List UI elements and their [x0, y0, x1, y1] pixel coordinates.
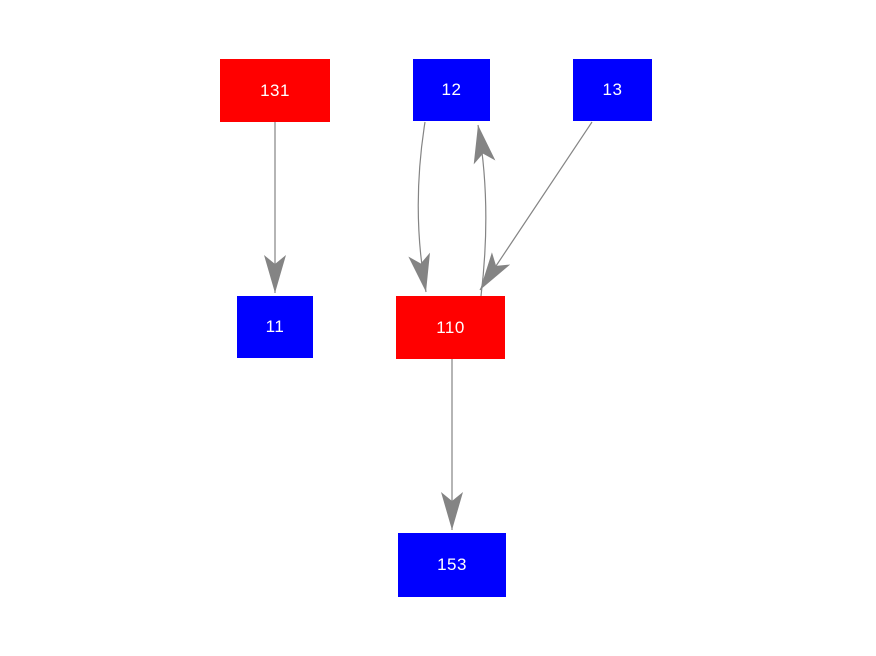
- node-131: 131: [220, 59, 330, 122]
- node-110: 110: [396, 296, 505, 359]
- node-153-label: 153: [437, 555, 467, 574]
- node-12: 12: [413, 59, 490, 121]
- edge-110-to-12: [473, 124, 496, 297]
- node-11-label: 11: [265, 317, 285, 336]
- node-12-label: 12: [441, 80, 462, 99]
- edge-group: [264, 121, 593, 530]
- node-153: 153: [398, 533, 506, 597]
- edge-12-to-110: [408, 121, 430, 293]
- node-110-label: 110: [436, 317, 465, 337]
- node-13: 13: [573, 59, 652, 121]
- node-13-label: 13: [602, 80, 623, 99]
- node-11: 11: [237, 296, 313, 358]
- edge-13-to-110: [479, 121, 593, 291]
- node-131-label: 131: [260, 80, 290, 100]
